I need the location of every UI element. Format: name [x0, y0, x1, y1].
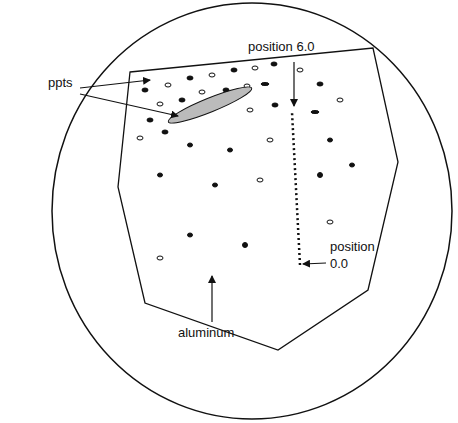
elongated-precipitate [166, 82, 255, 129]
matrix-label: aluminum [178, 324, 258, 341]
position-label: position 6.0 [248, 38, 348, 55]
precipitate-label: ppts [48, 74, 88, 91]
scan-path [292, 112, 300, 265]
precipitates [137, 62, 355, 260]
position-label: position 0.0 [330, 238, 386, 272]
grain-outline [118, 48, 398, 350]
leader-arrows [80, 62, 326, 322]
field-circle [52, 3, 452, 419]
